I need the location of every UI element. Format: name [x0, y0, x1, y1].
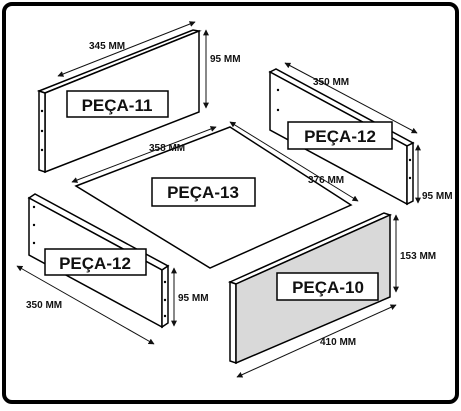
p12r-height-label: 95 MM — [422, 191, 453, 202]
p11-height-label: 95 MM — [210, 54, 241, 65]
p13-depth-label: 376 MM — [308, 175, 344, 186]
p10-length-label: 410 MM — [320, 337, 356, 348]
p11-length-arrow — [57, 21, 196, 77]
p12r-length-arrow — [284, 62, 418, 134]
p13-depth-arrow — [229, 121, 359, 202]
p12l-height-label: 95 MM — [178, 293, 209, 304]
p12r-length-label: 350 MM — [313, 77, 349, 88]
p10-label: PEÇA-10 — [292, 278, 364, 297]
p12l-label-box — [44, 248, 147, 276]
p11-label-box — [66, 90, 169, 118]
part-p12-left: 350 MM 95 MM PEÇA-12 — [16, 193, 209, 345]
p13-length-label: 358 MM — [149, 143, 185, 154]
p10-label-box — [276, 272, 379, 301]
outer-frame — [2, 2, 459, 404]
p10-length-arrow — [236, 304, 397, 378]
part-p10: 153 MM 410 MM PEÇA-10 — [227, 212, 436, 378]
p11-length-label: 345 MM — [89, 41, 125, 52]
p13-length-arrow — [71, 126, 217, 183]
p13-label: PEÇA-13 — [167, 183, 239, 202]
p12r-label: PEÇA-12 — [304, 127, 376, 146]
p12l-label: PEÇA-12 — [59, 254, 131, 273]
p12l-length-label: 350 MM — [26, 300, 62, 311]
p11-label: PEÇA-11 — [82, 96, 153, 115]
p13-label-box — [151, 177, 256, 207]
p10-height-label: 153 MM — [400, 251, 436, 262]
p12l-length-arrow — [16, 265, 155, 345]
part-p13: 358 MM 376 MM PEÇA-13 — [71, 121, 359, 269]
